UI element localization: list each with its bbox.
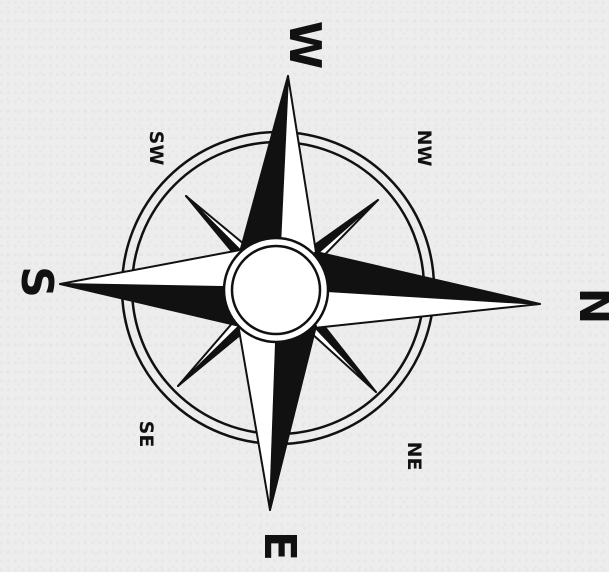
label-se: SE xyxy=(135,421,157,448)
label-s: S xyxy=(11,266,62,298)
label-e: E xyxy=(254,531,305,561)
label-n: N xyxy=(569,288,609,325)
label-nw: NW xyxy=(413,130,435,167)
label-ne: NE xyxy=(403,442,425,471)
label-w: W xyxy=(279,21,330,70)
center-hub-inner xyxy=(232,246,320,334)
label-sw: SW xyxy=(145,131,167,166)
